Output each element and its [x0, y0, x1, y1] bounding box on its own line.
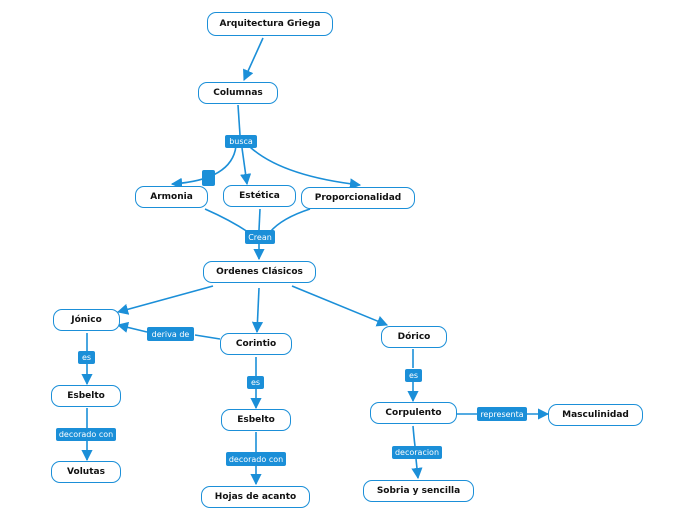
label-es-corintio[interactable]: es	[247, 376, 264, 389]
edge-busca-proporcionalidad	[249, 146, 362, 190]
edge-corintio-deriva	[194, 334, 221, 340]
label-crean[interactable]: Crean	[245, 230, 275, 244]
label-deriva-de[interactable]: deriva de	[147, 327, 194, 341]
node-proporcionalidad[interactable]: Proporcionalidad	[301, 187, 415, 209]
node-jonico[interactable]: Jónico	[53, 309, 120, 331]
node-dorico[interactable]: Dórico	[381, 326, 447, 348]
node-esbelto-jonico[interactable]: Esbelto	[51, 385, 121, 407]
node-arquitectura-griega[interactable]: Arquitectura Griega	[207, 12, 333, 36]
connector-junction-handle	[202, 170, 215, 186]
edge-corpulento-decoracion	[412, 425, 416, 447]
edge-armonia-crean	[204, 208, 249, 233]
label-es-dorico[interactable]: es	[405, 369, 422, 382]
node-sobria-y-sencilla[interactable]: Sobria y sencilla	[363, 480, 474, 502]
label-representa[interactable]: representa	[477, 407, 527, 421]
node-masculinidad[interactable]: Masculinidad	[548, 404, 643, 426]
edge-decoracion-sobria	[411, 458, 423, 480]
edge-ordenes-corintio	[251, 287, 264, 334]
label-es-jonico[interactable]: es	[78, 351, 95, 364]
edge-proporcionalidad-crean	[269, 208, 311, 233]
edge-ordenes-dorico	[291, 285, 389, 327]
label-busca[interactable]: busca	[225, 135, 257, 148]
edge-busca-armonia	[170, 145, 237, 189]
edge-arquitectura-columnas	[243, 37, 264, 82]
node-corintio[interactable]: Corintio	[220, 333, 292, 355]
node-volutas[interactable]: Volutas	[51, 461, 121, 483]
node-corpulento[interactable]: Corpulento	[370, 402, 457, 424]
node-armonia[interactable]: Armonia	[135, 186, 208, 208]
node-esbelto-corintio[interactable]: Esbelto	[221, 409, 291, 431]
edge-estetica-crean	[258, 208, 261, 231]
edge-ordenes-jonico	[116, 285, 214, 315]
edge-busca-estetica	[240, 147, 252, 186]
label-decorado-con-corintio[interactable]: decorado con	[226, 452, 286, 466]
node-estetica[interactable]: Estética	[223, 185, 296, 207]
edge-deriva-jonico	[116, 321, 148, 333]
label-decorado-con-jonico[interactable]: decorado con	[56, 428, 116, 441]
node-ordenes-clasicos[interactable]: Ordenes Clásicos	[203, 261, 316, 283]
node-columnas[interactable]: Columnas	[198, 82, 278, 104]
label-decoracion[interactable]: decoracion	[392, 446, 442, 459]
edge-columnas-busca	[237, 104, 241, 136]
node-hojas-de-acanto[interactable]: Hojas de acanto	[201, 486, 310, 508]
